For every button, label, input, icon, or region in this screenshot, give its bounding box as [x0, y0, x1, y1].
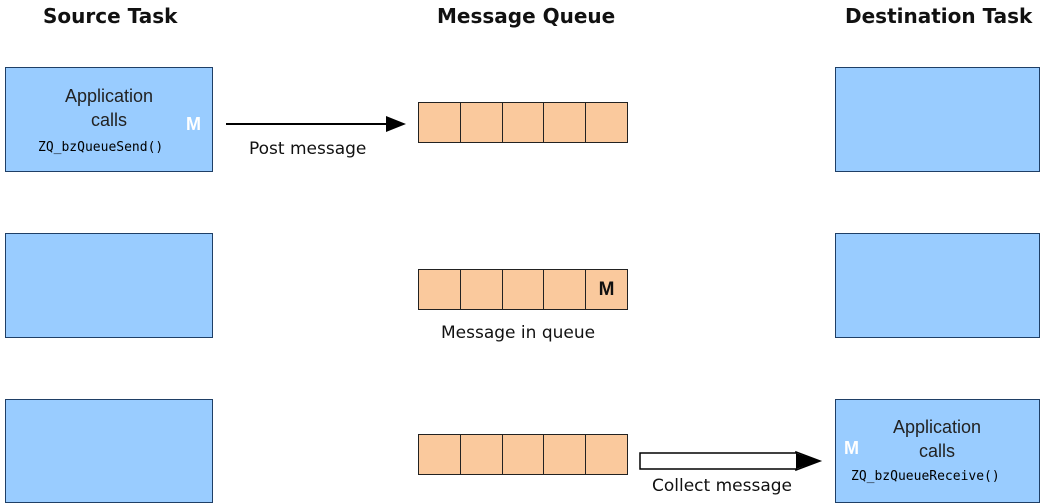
message-in-queue-label: Message in queue — [441, 323, 596, 343]
queue-slot — [544, 103, 587, 142]
collect-message-label: Collect message — [652, 476, 792, 496]
source-task-header: Source Task — [43, 4, 178, 28]
queue-slot-with-message: M — [598, 278, 615, 300]
source-application-label: Application — [64, 86, 154, 106]
source-task-box-2 — [5, 233, 213, 338]
queue-slot — [461, 270, 503, 309]
queue-slot — [419, 103, 461, 142]
destination-function-name: ZQ_bzQueueReceive() — [851, 469, 1000, 484]
destination-task-box-3 — [835, 399, 1040, 503]
queue-slot — [544, 270, 587, 309]
post-message-arrow — [226, 116, 406, 132]
queue-slot — [461, 103, 503, 142]
source-task-box-3 — [5, 399, 213, 503]
destination-calls-label: calls — [918, 441, 955, 461]
source-function-name: ZQ_bzQueueSend() — [38, 140, 164, 155]
destination-application-label: Application — [892, 417, 982, 437]
message-queue-2: M — [418, 269, 628, 310]
queue-slot — [503, 435, 545, 474]
queue-slot — [461, 435, 503, 474]
collect-message-arrow — [639, 450, 823, 472]
source-calls-label: calls — [90, 110, 127, 130]
queue-slot — [503, 103, 545, 142]
destination-message-marker: M — [844, 438, 859, 458]
queue-slot — [419, 435, 461, 474]
message-queue-header: Message Queue — [437, 4, 616, 28]
message-queue-3 — [418, 434, 628, 475]
source-task-box-1 — [5, 67, 213, 172]
queue-slot — [503, 270, 545, 309]
message-queue-1 — [418, 102, 628, 143]
destination-task-box-1 — [835, 67, 1040, 172]
post-message-label: Post message — [249, 139, 367, 159]
source-message-marker: M — [186, 114, 201, 134]
destination-task-box-2 — [835, 233, 1040, 338]
queue-slot — [419, 270, 461, 309]
queue-slot — [544, 435, 587, 474]
destination-task-header: Destination Task — [845, 4, 1033, 28]
